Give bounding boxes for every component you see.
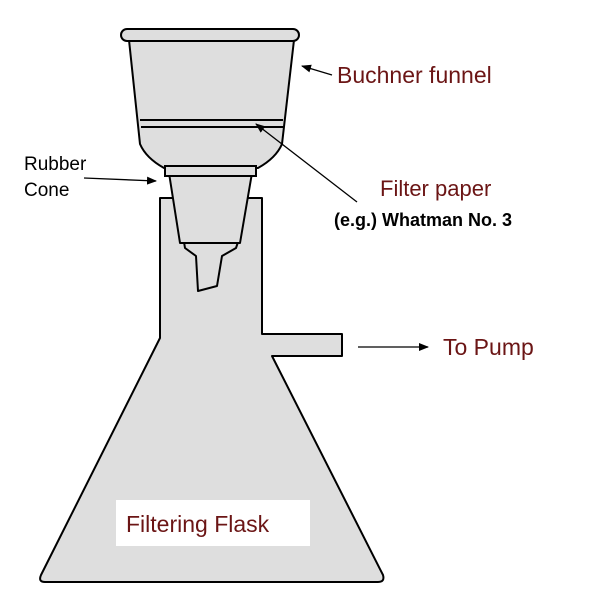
buchner-funnel-neck xyxy=(164,165,257,177)
rubber-cone-label-line1: Rubber xyxy=(24,154,87,175)
buchner-funnel-cup xyxy=(128,39,295,169)
rubber-cone-label: Rubber Cone xyxy=(24,152,86,204)
rubber-cone xyxy=(168,172,253,244)
filter-paper-label: Filter paper xyxy=(380,176,492,201)
rubber-cone-label-line2: Cone xyxy=(24,180,70,201)
flask-label-box xyxy=(116,500,310,546)
filter-paper-arrow xyxy=(255,123,358,203)
rubber-cone-arrow xyxy=(83,176,157,185)
to-pump-label: To Pump xyxy=(443,334,534,360)
buchner-funnel-label: Buchner funnel xyxy=(337,62,492,88)
filter-paper-example-label: (e.g.) Whatman No. 3 xyxy=(334,210,513,230)
buchner-funnel-arrow xyxy=(301,64,333,76)
filtering-flask-body xyxy=(39,197,385,583)
buchner-funnel-rim xyxy=(120,28,300,42)
filtering-flask-label: Filtering Flask xyxy=(126,511,270,537)
